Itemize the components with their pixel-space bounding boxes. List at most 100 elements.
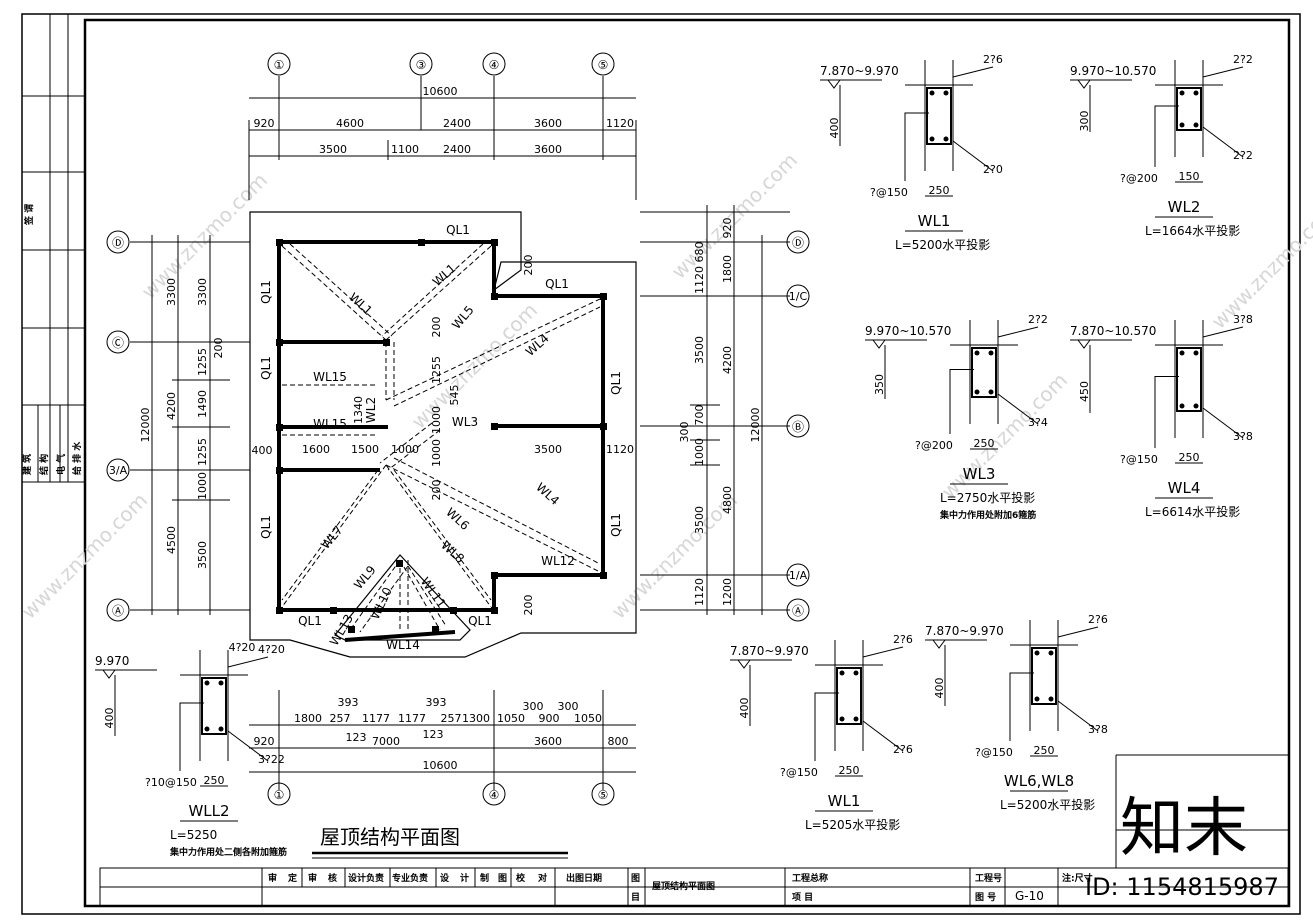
section-name-3: WL4 (1168, 479, 1201, 497)
section-stirrup-2 (971, 347, 997, 398)
beam-ql1-bottom-2: QL1 (468, 614, 492, 628)
section-height-4: 400 (738, 698, 751, 719)
section-name-1: WL2 (1168, 198, 1201, 216)
top-dim2-2: 2400 (443, 143, 471, 156)
axis-right-d: Ⓓ (792, 236, 804, 250)
inner-dim-11: 200 (430, 480, 443, 501)
section-length-2: L=2750水平投影 (940, 490, 1035, 505)
tb-cell-15: 屋顶结构平面图 (652, 880, 715, 892)
right-dim-3: 4800 (721, 486, 734, 514)
tb-cell-8: 制 (480, 872, 489, 884)
bot-total-dim: 10600 (423, 759, 458, 772)
inner-dim-0: 1600 (302, 443, 330, 456)
bot-dim-4: 257 (441, 712, 462, 725)
axis-bot-5: ⑤ (598, 788, 609, 802)
tb-cell-19: 图 号 (975, 892, 996, 903)
section-width-3: 250 (1179, 451, 1200, 464)
section-level-6: 9.970 (95, 654, 129, 668)
beam-wl1-a: WL1 (346, 290, 375, 318)
inner-dim-5: 1120 (606, 443, 634, 456)
section-level-4: 7.870~9.970 (730, 644, 809, 658)
axis-left-a: Ⓐ (112, 604, 124, 618)
section-name-6: WLL2 (188, 802, 229, 820)
left-total-dim: 12000 (139, 408, 152, 443)
tb-cell-17: 项 目 (792, 892, 813, 903)
beam-wl4-a: WL4 (523, 331, 552, 359)
outer-frame (21, 13, 1301, 915)
right-total-dim: 12000 (749, 408, 762, 443)
right-dim2-5: 3500 (693, 506, 706, 534)
tb-cell-1: 定 (287, 872, 298, 884)
tb-cell-18: 工程号 (975, 872, 1002, 884)
section-4: 7.870~9.9702?62?6?@150400250WL1L=5205水平投… (730, 633, 913, 832)
title-block-text: 审 定 审 核 设计负责 专业负责 设 计 制 图 校 对 出图日期 图 目 屋… (268, 872, 1093, 903)
left-dim2-1: 1255 (196, 348, 209, 376)
top-dim2-3: 3600 (534, 143, 562, 156)
left-misc-2: 4?20 (229, 641, 256, 654)
bot-dim-3: 1177 (398, 712, 426, 725)
tb-cell-20: G-10 (1015, 889, 1044, 903)
bot-small-4: 123 (346, 731, 367, 744)
beam-wl10: WL10 (368, 585, 395, 622)
right-misc-0: 700 (693, 405, 706, 426)
section-stirrup-text-2: ?@200 (915, 439, 953, 452)
inner-dim-7: 545 (448, 385, 461, 406)
section-stirrup-6 (201, 677, 227, 735)
section-level-2: 9.970~10.570 (865, 324, 951, 338)
left-dim2-0: 3300 (196, 278, 209, 306)
right-misc-2: 200 (522, 595, 535, 616)
section-length-4: L=5205水平投影 (805, 817, 900, 832)
inner-dim-4: 3500 (534, 443, 562, 456)
axis-top-3: ③ (416, 58, 427, 72)
section-level-1: 9.970~10.570 (1070, 64, 1156, 78)
beam-wl7: WL7 (318, 523, 346, 552)
section-top-1: 2?2 (1233, 53, 1253, 66)
left-dim2-5: 3500 (196, 541, 209, 569)
section-top-3: 3?8 (1233, 313, 1253, 326)
right-misc-1: 200 (522, 255, 535, 276)
right-dim2-3: 300 (678, 422, 691, 443)
beam-ql1-right-top: QL1 (545, 277, 569, 291)
section-top-5: 2?6 (1088, 613, 1108, 626)
section-top-2: 2?2 (1028, 313, 1048, 326)
top-dim-1: 4600 (336, 117, 364, 130)
section-top-4: 2?6 (893, 633, 913, 646)
section-height-5: 400 (933, 678, 946, 699)
bot-small-1: 393 (426, 696, 447, 709)
right-dim-4: 1200 (721, 578, 734, 606)
top-dim-2: 2400 (443, 117, 471, 130)
right-dim2-4: 1000 (693, 438, 706, 466)
section-bottom-6: 3?22 (258, 753, 285, 766)
beam-wl9: WL9 (351, 563, 379, 592)
axis-left-3a: 3/A (109, 464, 128, 477)
section-length-0: L=5200水平投影 (895, 237, 990, 252)
tb-cell-0: 审 (268, 872, 277, 884)
beam-wl14: WL14 (386, 638, 420, 652)
tb-cell-14: 目 (631, 892, 640, 903)
roof-plan: ① ③ ④ ⑤ 10600 920 4600 2400 3600 1120 35… (106, 52, 810, 806)
tb-cell-6: 设 (440, 872, 450, 884)
section-stirrup-4 (836, 667, 862, 725)
section-level-0: 7.870~9.970 (820, 64, 899, 78)
axis-left-d: Ⓓ (112, 236, 124, 250)
beam-ql1-left-3: QL1 (259, 515, 273, 539)
tb-cell-16: 工程总称 (792, 872, 828, 884)
section-width-1: 150 (1179, 170, 1200, 183)
inner-dim-3: 1000 (430, 406, 443, 434)
tb-cell-3: 核 (328, 872, 337, 884)
section-width-2: 250 (974, 437, 995, 450)
section-stirrup-3 (1176, 347, 1202, 412)
section-top-6: 4?20 (258, 643, 285, 656)
section-stirrup-text-5: ?@150 (975, 746, 1013, 759)
section-stirrup-text-4: ?@150 (780, 766, 818, 779)
axis-top-5: ⑤ (598, 58, 609, 72)
axis-top-4: ④ (489, 58, 500, 72)
right-dim-1: 1800 (721, 255, 734, 283)
section-length-5: L=5200水平投影 (1000, 797, 1095, 812)
beam-ql1-bottom-1: QL1 (298, 614, 322, 628)
inner-dim-9: 1000 (430, 439, 443, 467)
beam-wl6: WL6 (443, 505, 472, 533)
bot-dim-1: 257 (330, 712, 351, 725)
axis-left-c: Ⓒ (112, 336, 124, 350)
